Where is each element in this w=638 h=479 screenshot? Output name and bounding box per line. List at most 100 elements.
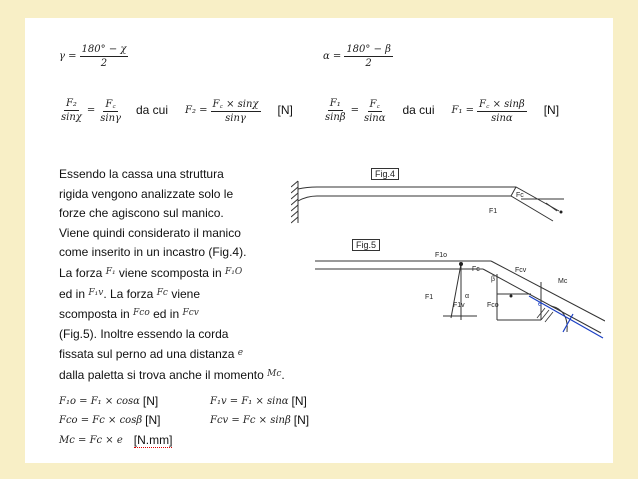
para-line-6-b: viene scomposta in: [118, 265, 222, 280]
math-f1o: F₁O: [224, 266, 243, 277]
sine-right-unit: [N]: [543, 103, 560, 117]
fig5-beam-top-slope: [490, 260, 605, 322]
formula-fco-expr: Fco = Fc × cosβ: [59, 414, 143, 426]
para-line-10-a: fissata sul perno ad una distanza: [59, 347, 235, 362]
body-paragraph: Essendo la cassa una struttura rigida ve…: [59, 165, 285, 386]
formula-fcv: Fcv = Fc × sinβ [N]: [210, 413, 309, 427]
sine-left-r1-den: sinχ: [61, 111, 82, 123]
fig5-hatch: [536, 307, 554, 323]
para-line-11: dalla paletta si trova anche il momento …: [59, 365, 285, 386]
fig5-f1v-label: F1v: [453, 302, 465, 309]
para-line-3: forze che agiscono sul manico.: [59, 206, 224, 221]
fig5-diagram: [315, 260, 605, 339]
math-fc: Fc: [156, 287, 168, 298]
sine-left-dacui: da cui: [135, 103, 169, 117]
formula-gamma-den: 2: [100, 58, 108, 69]
sine-right-res-num: F꜀ × sinβ: [477, 96, 527, 112]
sine-left-res-num: F꜀ × sinχ: [210, 96, 261, 112]
para-line-8: scomposta in Fco ed in Fcv: [59, 304, 285, 325]
sine-right-lhs: F₁ =: [451, 104, 475, 116]
para-line-7-b: . La forza: [103, 286, 154, 301]
fig4-arrow: [545, 202, 558, 212]
formula-alpha-num: 180° − β: [344, 44, 393, 57]
fig5-pivot: [459, 262, 463, 266]
fig5-e-label: e: [538, 301, 542, 308]
fig4-beam-top: [297, 186, 560, 212]
para-line-2: rigida vengono analizzate solo le: [59, 186, 234, 201]
sine-right-eq: =: [350, 104, 359, 116]
formula-mc-unit: [N.mm]: [133, 433, 173, 448]
math-fco: Fco: [133, 308, 150, 319]
sine-right-dacui: da cui: [402, 103, 435, 117]
formula-fcv-expr: Fcv = Fc × sinβ: [210, 414, 291, 426]
fig5-blue-force: [528, 295, 604, 339]
formula-f1o-expr: F₁o = F₁ × cosα: [59, 395, 140, 407]
fig4-beam-bottom: [297, 195, 554, 222]
fig5-fcv-label: Fcv: [515, 267, 527, 274]
fig5-beam-bottom-slope: [482, 268, 602, 334]
formula-fco-unit: [N]: [145, 413, 161, 427]
fig4-point: [559, 210, 563, 214]
fig4-fc-label: Fc: [516, 192, 524, 199]
fig5-fco-label: Fco: [487, 302, 499, 309]
fig5-f1-label: F1: [425, 294, 434, 301]
sine-left-lhs: F₂ =: [185, 104, 208, 116]
math-e: e: [237, 348, 244, 359]
fig5-moment-arc: [550, 305, 568, 333]
para-line-11-b: .: [281, 367, 285, 382]
fig5-alpha-label: α: [465, 293, 470, 300]
para-line-5: come inserito in un incastro (Fig.4).: [59, 245, 247, 260]
sine-right-res-den: sinα: [491, 113, 513, 124]
sine-left-eq: =: [86, 104, 96, 116]
formula-mc-expr: Mc = Fc × e: [59, 435, 123, 446]
formula-mc: Mc = Fc × e [N.mm]: [59, 433, 173, 448]
fig5-f1o-label: F1o: [435, 252, 448, 259]
fig5-beta-label: β: [491, 276, 496, 283]
sine-right-r1-den: sinβ: [325, 111, 346, 123]
math-fcv: Fcv: [182, 308, 199, 319]
fig5-label: Fig.5: [352, 239, 381, 251]
fig5-pin: [509, 294, 513, 298]
para-line-6: La forza F₁ viene scomposta in F₁O: [59, 263, 285, 284]
sine-right-r1-num: F₁: [327, 97, 343, 111]
formula-gamma-num: 180° − χ: [79, 44, 129, 57]
sine-left-res-den: sinγ: [225, 113, 246, 124]
para-line-11-a: dalla paletta si trova anche il momento: [59, 367, 264, 382]
math-f1: F₁: [105, 266, 116, 277]
fig5-f1-line: [450, 263, 462, 319]
para-line-6-a: La forza: [59, 265, 103, 280]
formula-f1o: F₁o = F₁ × cosα [N]: [59, 394, 158, 408]
para-line-8-a: scomposta in: [59, 307, 130, 322]
sine-right-r2-den: sinα: [363, 113, 386, 124]
fig5-mc-label: Mc: [558, 278, 568, 285]
sine-left-unit: [N]: [277, 103, 293, 117]
para-line-1: Essendo la cassa una struttura: [59, 167, 224, 181]
formula-alpha-lhs: α =: [323, 51, 342, 62]
math-f1v: F₁v: [88, 287, 104, 298]
fig4-hatch: [291, 180, 299, 224]
sine-left-r2-den: sinγ: [100, 113, 121, 124]
formula-f1v: F₁v = F₁ × sinα [N]: [210, 394, 307, 408]
formula-gamma-lhs: γ =: [59, 51, 77, 62]
fig5-fc-label: Fc: [472, 266, 480, 273]
para-line-7-a: ed in: [59, 286, 86, 301]
formula-f1v-expr: F₁v = F₁ × sinα: [210, 395, 289, 407]
formula-alpha-den: 2: [365, 58, 372, 69]
formula-f1v-unit: [N]: [291, 394, 307, 408]
para-line-9: (Fig.5). Inoltre essendo la corda: [59, 326, 229, 341]
fig4-label: Fig.4: [371, 168, 400, 180]
fig4-f1-label: F1: [489, 208, 498, 215]
formula-f1o-unit: [N]: [142, 394, 159, 408]
sine-left-r1-num: F₂: [63, 97, 79, 111]
sine-left-r2-num: F꜀: [103, 96, 118, 112]
para-line-10: fissata sul perno ad una distanza e: [59, 344, 285, 365]
math-mc: Mc: [267, 368, 282, 379]
para-line-8-b: ed in: [153, 307, 180, 322]
formula-fcv-unit: [N]: [293, 413, 310, 427]
fig4-joint: [510, 186, 517, 197]
